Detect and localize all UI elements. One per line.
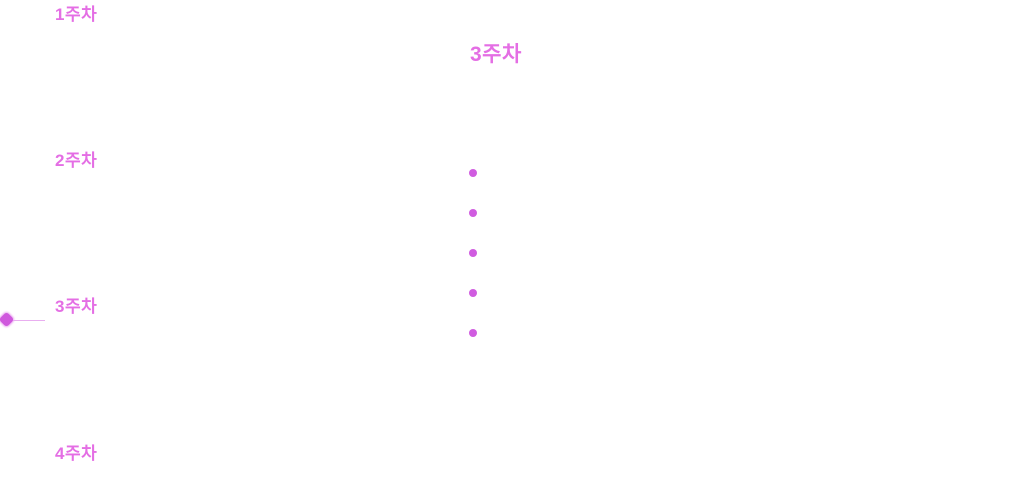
timeline-item-week-3[interactable]: 3주차 xyxy=(55,297,98,316)
bullet-dot-icon xyxy=(469,289,477,297)
list-item xyxy=(469,326,487,366)
bullet-dot-icon xyxy=(469,249,477,257)
marker-connector-line xyxy=(10,320,45,321)
list-item xyxy=(469,166,487,206)
timeline-item-week-2[interactable]: 2주차 xyxy=(55,151,98,170)
bullet-dot-icon xyxy=(469,209,477,217)
bullet-list xyxy=(469,166,487,366)
bullet-dot-icon xyxy=(469,169,477,177)
list-item xyxy=(469,206,487,246)
diamond-marker-icon xyxy=(0,311,15,328)
list-item xyxy=(469,246,487,286)
list-item xyxy=(469,286,487,326)
timeline-item-week-4[interactable]: 4주차 xyxy=(55,444,98,463)
bullet-dot-icon xyxy=(469,329,477,337)
current-week-marker xyxy=(0,311,46,328)
page-title: 3주차 xyxy=(470,43,522,67)
timeline-item-week-1[interactable]: 1주차 xyxy=(55,5,98,24)
